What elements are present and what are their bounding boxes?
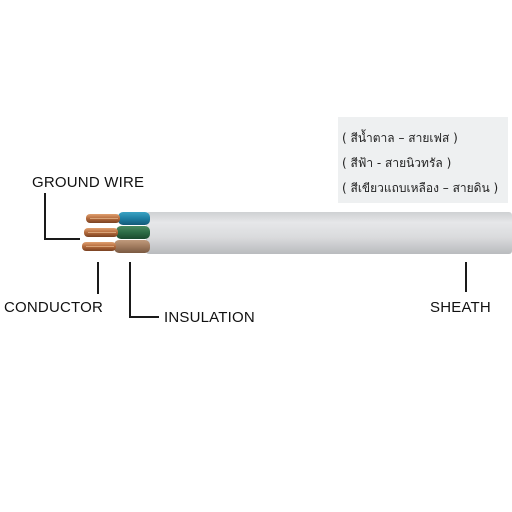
legend-line-neutral: ( สีฟ้า - สายนิวทรัล ) [342, 156, 452, 170]
conductor-leader [97, 262, 99, 294]
label-conductor: CONDUCTOR [4, 299, 104, 316]
label-sheath: SHEATH [430, 299, 491, 316]
label-insulation: INSULATION [164, 309, 255, 326]
conductor-top [86, 214, 120, 223]
ground-wire-leader-horizontal [44, 238, 80, 240]
color-legend: ( สีน้ำตาล – สายเฟส ) ( สีฟ้า - สายนิวทร… [338, 117, 508, 203]
sheath-leader [465, 262, 467, 292]
ground-wire-leader-vertical [44, 193, 46, 239]
outer-sheath [146, 212, 512, 254]
legend-line-phase: ( สีน้ำตาล – สายเฟส ) [342, 131, 458, 145]
insulation-leader-vertical [129, 262, 131, 318]
insulation-leader-horizontal [129, 316, 159, 318]
insulation-brown [114, 240, 150, 253]
legend-line-ground: ( สีเขียวแถบเหลือง – สายดิน ) [342, 181, 499, 195]
conductor-bottom [82, 242, 116, 251]
conductor-middle [84, 228, 118, 237]
insulation-green [116, 226, 150, 239]
label-ground-wire: GROUND WIRE [32, 174, 145, 191]
insulation-blue [118, 212, 150, 225]
